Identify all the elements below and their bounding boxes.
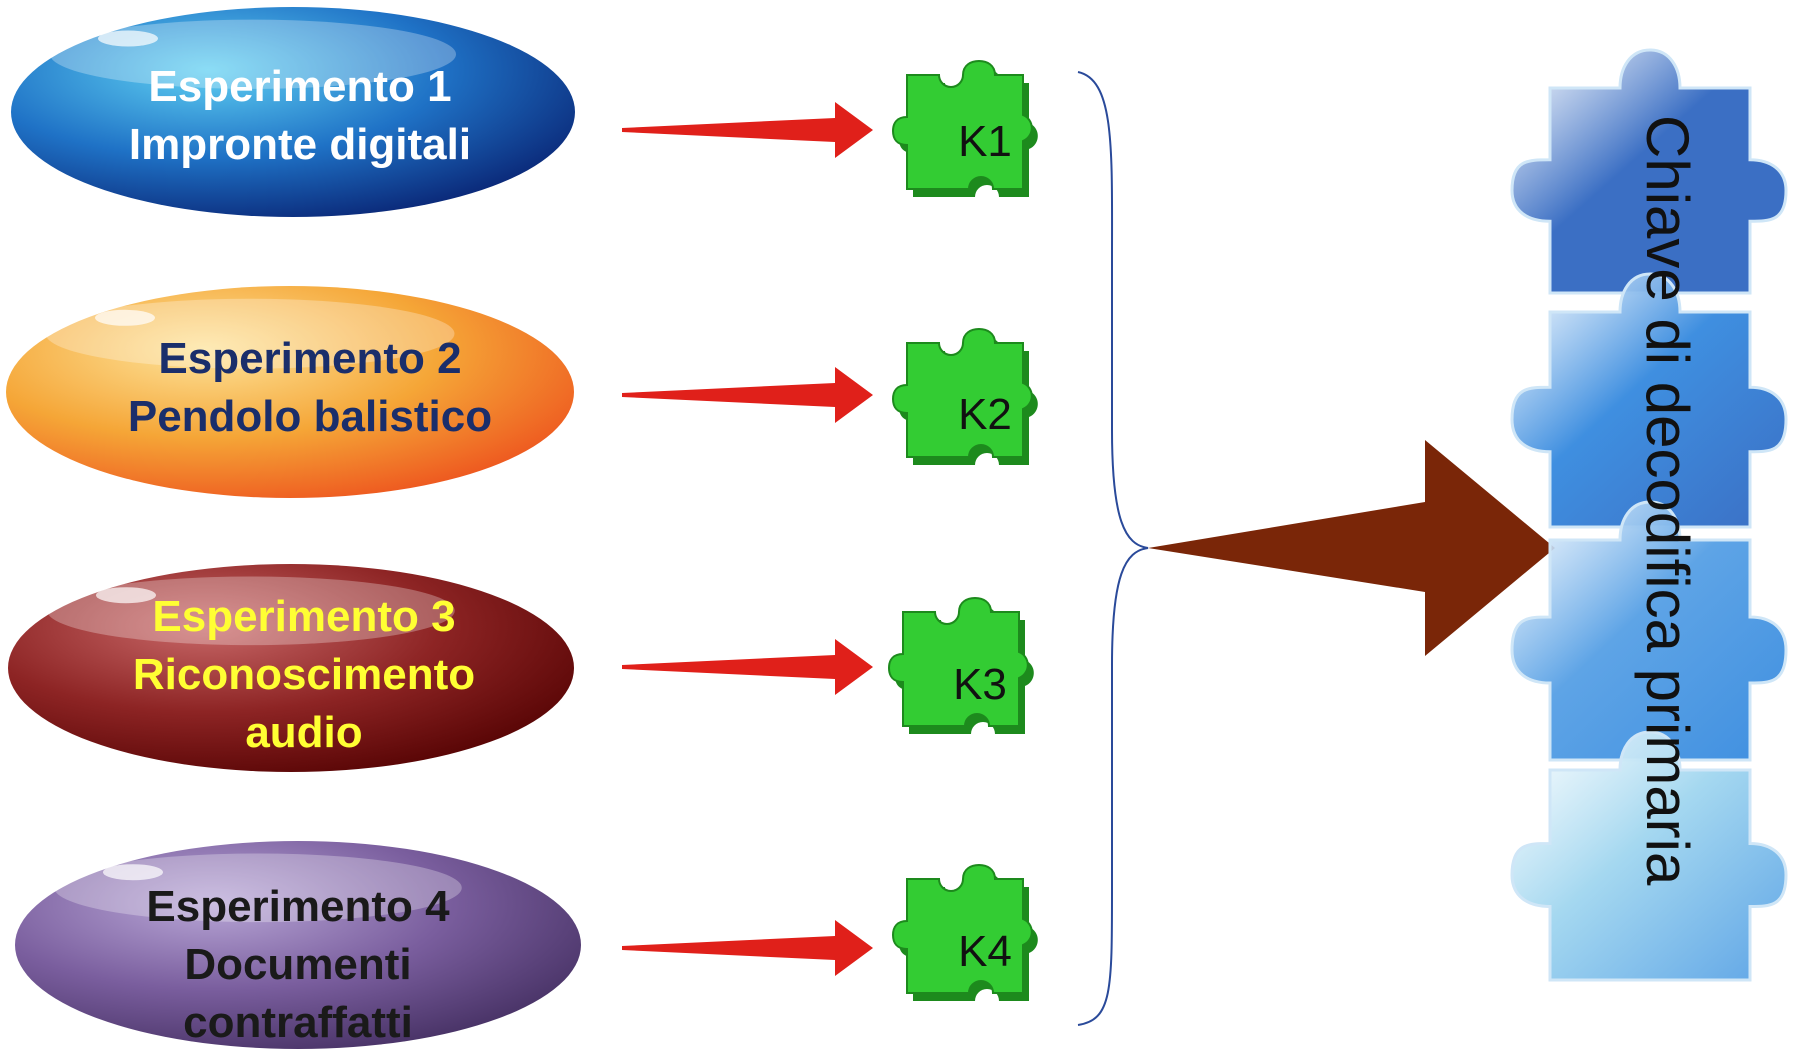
experiment-3-line-1: Riconoscimento (132, 650, 476, 699)
primary-key-piece-4 (1510, 730, 1788, 982)
key-2-label: K2 (958, 390, 1012, 439)
main-arrow (1148, 440, 1555, 656)
experiment-4-line-2: contraffatti (183, 998, 413, 1047)
primary-key-piece-2 (1510, 272, 1788, 529)
experiment-4-text: Esperimento 4 Documenti contraffatti (18, 878, 578, 1052)
experiment-4-line-1: Documenti (184, 940, 412, 989)
experiment-2-line-1: Pendolo balistico (127, 392, 493, 441)
experiment-4-shine (103, 864, 163, 881)
primary-key-label: Chiave di decodifica primaria (1634, 115, 1701, 886)
primary-key-piece-1 (1510, 48, 1788, 295)
experiment-4-title: Esperimento 4 (146, 882, 450, 931)
key-3-label: K3 (953, 660, 1007, 709)
arrow-4 (622, 920, 873, 976)
key-4-piece (891, 863, 1033, 994)
primary-key-piece-3 (1510, 500, 1788, 762)
experiment-1-title: Esperimento 1 (148, 62, 452, 111)
key-3-piece (887, 596, 1029, 727)
experiment-3-text: Esperimento 3 Riconoscimento audio (24, 588, 584, 762)
key-1-label: K1 (958, 117, 1012, 166)
experiment-1-text: Esperimento 1 Impronte digitali (20, 58, 580, 174)
experiment-3-line-2: audio (245, 708, 363, 757)
experiment-3-title: Esperimento 3 (152, 592, 456, 641)
experiment-3-ellipse (8, 564, 574, 772)
experiment-3-shine (96, 587, 156, 604)
experiment-1-ellipse (11, 7, 575, 217)
experiment-1-shine (98, 30, 158, 47)
experiment-1-line-1: Impronte digitali (128, 120, 472, 169)
brace (1077, 71, 1149, 1026)
arrow-2 (622, 367, 873, 423)
experiment-4-ellipse (15, 841, 581, 1049)
experiment-2-text: Esperimento 2 Pendolo balistico (30, 330, 590, 446)
key-1-piece (891, 59, 1033, 190)
arrow-1 (622, 102, 873, 158)
key-2-piece (891, 327, 1033, 458)
experiment-2-shine (95, 309, 155, 326)
key-4-label: K4 (958, 927, 1012, 976)
experiment-2-ellipse (6, 286, 574, 498)
arrow-3 (622, 639, 873, 695)
experiment-2-title: Esperimento 2 (158, 334, 462, 383)
